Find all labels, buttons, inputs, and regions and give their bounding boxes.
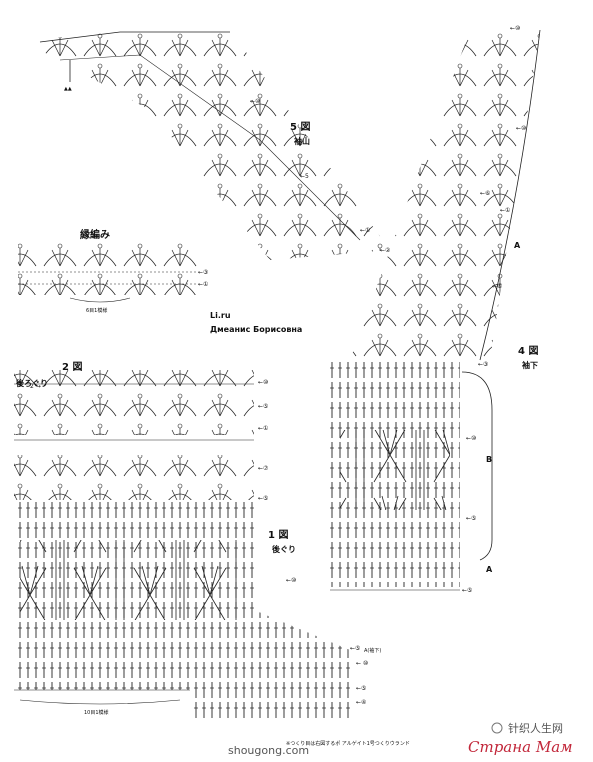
edging-title: 縁編み	[80, 228, 110, 241]
watermark-right-ru: Страна Мам	[468, 738, 573, 756]
row-label-A-top: A	[514, 241, 521, 250]
part5-name: 袖山	[293, 136, 310, 146]
footnote: ※つくり目は右図するポ アルゲイト1号つくりウランド	[286, 740, 410, 747]
edging-chart: ←③ ←①	[18, 240, 208, 303]
part5-number: 5 図	[290, 121, 310, 133]
credit-author: Дмеанис Борисовна	[210, 325, 302, 334]
mark-text: A(袖下)	[364, 647, 381, 654]
credit-site: Li.ru	[210, 311, 231, 320]
part4-number: 4 図	[518, 345, 538, 357]
svg-text:2 →: 2 →	[30, 383, 41, 390]
svg-text:←⑤: ←⑤	[258, 403, 268, 410]
svg-text:←⑩: ←⑩	[516, 125, 526, 132]
part2-name: 後ろぐり	[16, 378, 48, 388]
part2-number: 2 図	[62, 361, 82, 373]
row-label-B: B	[486, 455, 492, 464]
part1-name: 後ぐり	[272, 544, 296, 554]
part5-sleeve-cap-chart: ▲▲	[39, 30, 390, 260]
svg-text:←⑤: ←⑤	[462, 587, 472, 594]
svg-text:←⑤: ←⑤	[466, 515, 476, 522]
part4-sleeve-chart: ←⑩ ←⑩ ←⑥ ←① ←⑥ ←③ ←⑩ ←⑤ ←⑤	[330, 25, 541, 594]
part1-body-chart: ←⑩ ←⑤ ← ⑩ ←⑤ ←④	[14, 500, 368, 720]
bottom-repeat-note: 10目1模様	[84, 709, 109, 716]
svg-text:←⑦: ←⑦	[258, 465, 269, 472]
svg-text:←⑤: ←⑤	[258, 495, 268, 502]
part4-name: 袖下	[521, 360, 538, 370]
svg-text:←⑥: ←⑥	[492, 283, 502, 290]
svg-text:←①: ←①	[198, 281, 208, 288]
watermark-right: 针织人生网 Страна Мам	[468, 721, 573, 756]
svg-text:←①: ←①	[258, 425, 268, 432]
row-label-A-bottom: A	[486, 565, 493, 574]
svg-text:←⑩: ←⑩	[258, 379, 268, 386]
svg-text:←5: ←5	[300, 173, 309, 180]
svg-text:←⑥: ←⑥	[480, 190, 490, 197]
svg-text:←③: ←③	[198, 269, 208, 276]
svg-text:▲▲: ▲▲	[64, 86, 72, 92]
part2-back-neck-chart: ←⑩ ←⑤ ←① ←⑦ ←⑤ 2 →	[14, 370, 269, 502]
svg-text:←②: ←②	[380, 247, 391, 254]
edging-repeat-note: 6目1模様	[86, 307, 107, 314]
svg-text:←⑩: ←⑩	[466, 435, 476, 442]
svg-text:←④: ←④	[356, 699, 366, 706]
svg-text:←⑩: ←⑩	[250, 98, 260, 105]
svg-text:←①: ←①	[500, 207, 510, 214]
svg-text:←⑩: ←⑩	[510, 25, 520, 32]
svg-text:←③: ←③	[478, 361, 488, 368]
svg-text:←⑩: ←⑩	[286, 577, 296, 584]
part1-number: 1 図	[268, 529, 288, 541]
watermark-left: shougong.com	[228, 744, 309, 757]
svg-text:←⑤: ←⑤	[356, 685, 366, 692]
part5-arrows: ←⑩ ←5 ←① ←②	[250, 98, 391, 254]
svg-text:←①: ←①	[360, 227, 370, 234]
svg-text:← ⑩: ← ⑩	[356, 660, 368, 667]
wechat-icon	[491, 722, 503, 734]
svg-text:←⑤: ←⑤	[350, 645, 360, 652]
watermark-right-cn: 针织人生网	[508, 721, 563, 735]
